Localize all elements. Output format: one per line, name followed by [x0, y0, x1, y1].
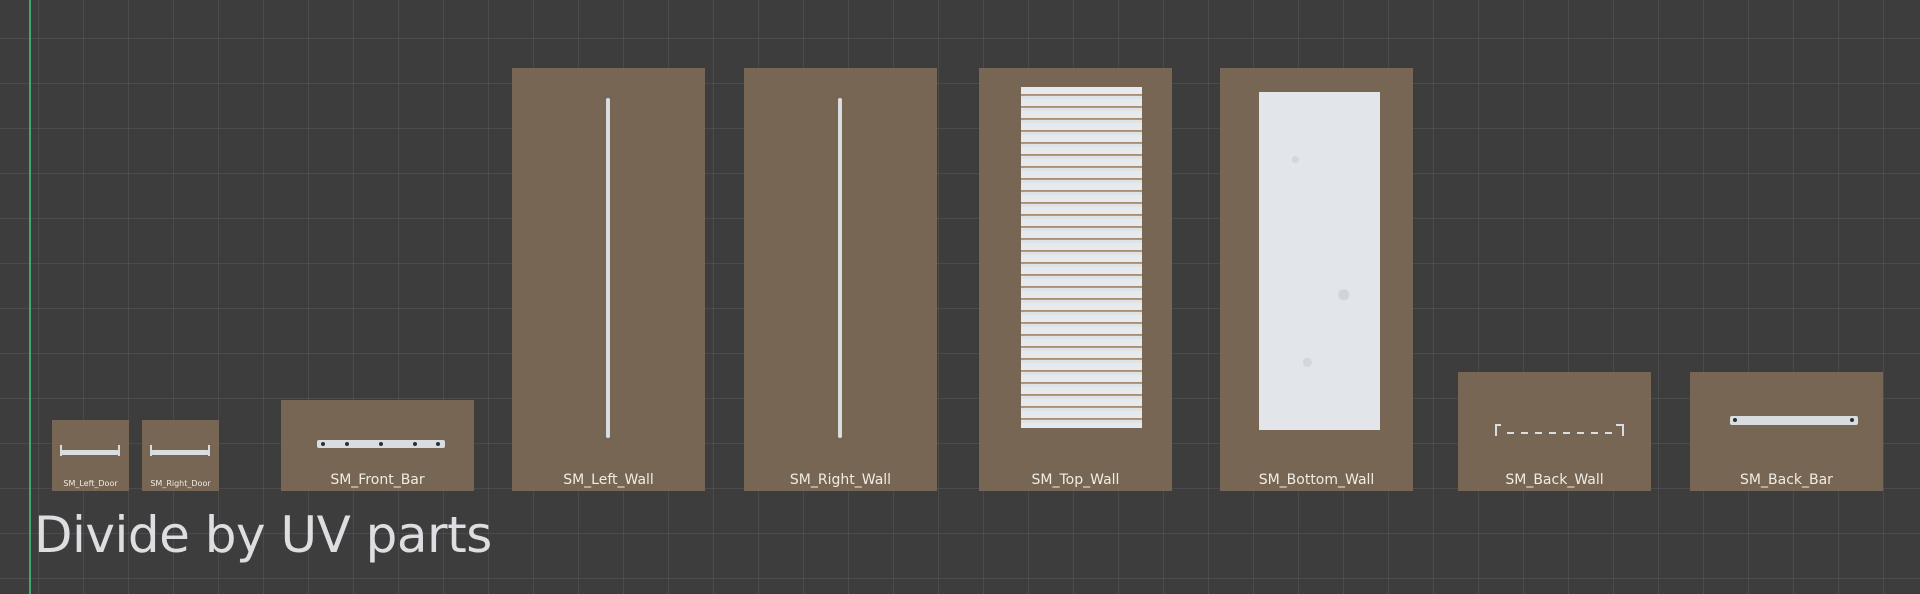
uv-part-left-door[interactable]: SM_Left_Door	[52, 420, 129, 491]
part-label: SM_Back_Bar	[1740, 472, 1833, 488]
back-wall-texture-dash	[1549, 432, 1556, 434]
right-door-texture	[151, 450, 209, 455]
part-label: SM_Left_Wall	[563, 472, 654, 488]
uv-part-back-bar[interactable]: SM_Back_Bar	[1690, 372, 1883, 491]
part-label: SM_Left_Door	[63, 479, 118, 488]
uv-part-bottom-wall[interactable]: SM_Bottom_Wall	[1220, 68, 1413, 491]
back-wall-texture-dash	[1577, 432, 1584, 434]
uv-part-right-wall[interactable]: SM_Right_Wall	[744, 68, 937, 491]
part-label: SM_Bottom_Wall	[1258, 472, 1375, 488]
left-wall-texture	[606, 98, 610, 438]
part-label: SM_Right_Wall	[789, 472, 892, 488]
right-wall-texture	[838, 98, 842, 438]
uv-part-left-wall[interactable]: SM_Left_Wall	[512, 68, 705, 491]
part-label: SM_Top_Wall	[1031, 472, 1120, 488]
part-label: SM_Front_Bar	[330, 472, 425, 488]
left-door-texture-notch-left	[60, 445, 62, 456]
left-door-texture-notch-right	[118, 445, 120, 456]
back-bar-texture	[1730, 416, 1858, 425]
back-wall-texture-dash	[1521, 432, 1528, 434]
back-bar-hole-icon	[1733, 418, 1737, 422]
back-wall-texture-dash	[1605, 432, 1612, 434]
front-bar-hole-icon	[345, 442, 349, 446]
right-door-texture-notch-right	[208, 445, 210, 456]
page-title: Divide by UV parts	[34, 506, 492, 564]
uv-part-right-door[interactable]: SM_Right_Door	[142, 420, 219, 491]
back-wall-texture-dash	[1563, 432, 1570, 434]
bottom-wall-texture	[1259, 92, 1380, 430]
back-wall-texture	[1622, 424, 1624, 436]
back-wall-texture	[1616, 424, 1622, 426]
front-bar-hole-icon	[413, 442, 417, 446]
back-wall-texture	[1495, 424, 1501, 426]
back-bar-hole-icon	[1850, 418, 1854, 422]
viewport-axis-line	[29, 0, 31, 594]
uv-part-back-wall[interactable]: SM_Back_Wall	[1458, 372, 1651, 491]
back-wall-texture-dash	[1591, 432, 1598, 434]
part-label: SM_Right_Door	[150, 479, 211, 488]
front-bar-hole-icon	[321, 442, 325, 446]
back-wall-texture-dash	[1535, 432, 1542, 434]
back-wall-texture-dash	[1507, 432, 1514, 434]
part-label: SM_Back_Wall	[1505, 472, 1604, 488]
right-door-texture-notch-left	[150, 445, 152, 456]
top-wall-texture	[1021, 87, 1142, 428]
uv-part-front-bar[interactable]: SM_Front_Bar	[281, 400, 474, 491]
front-bar-hole-icon	[436, 442, 440, 446]
uv-part-top-wall[interactable]: SM_Top_Wall	[979, 68, 1172, 491]
front-bar-hole-icon	[379, 442, 383, 446]
left-door-texture	[61, 450, 119, 455]
back-wall-texture	[1495, 424, 1497, 436]
